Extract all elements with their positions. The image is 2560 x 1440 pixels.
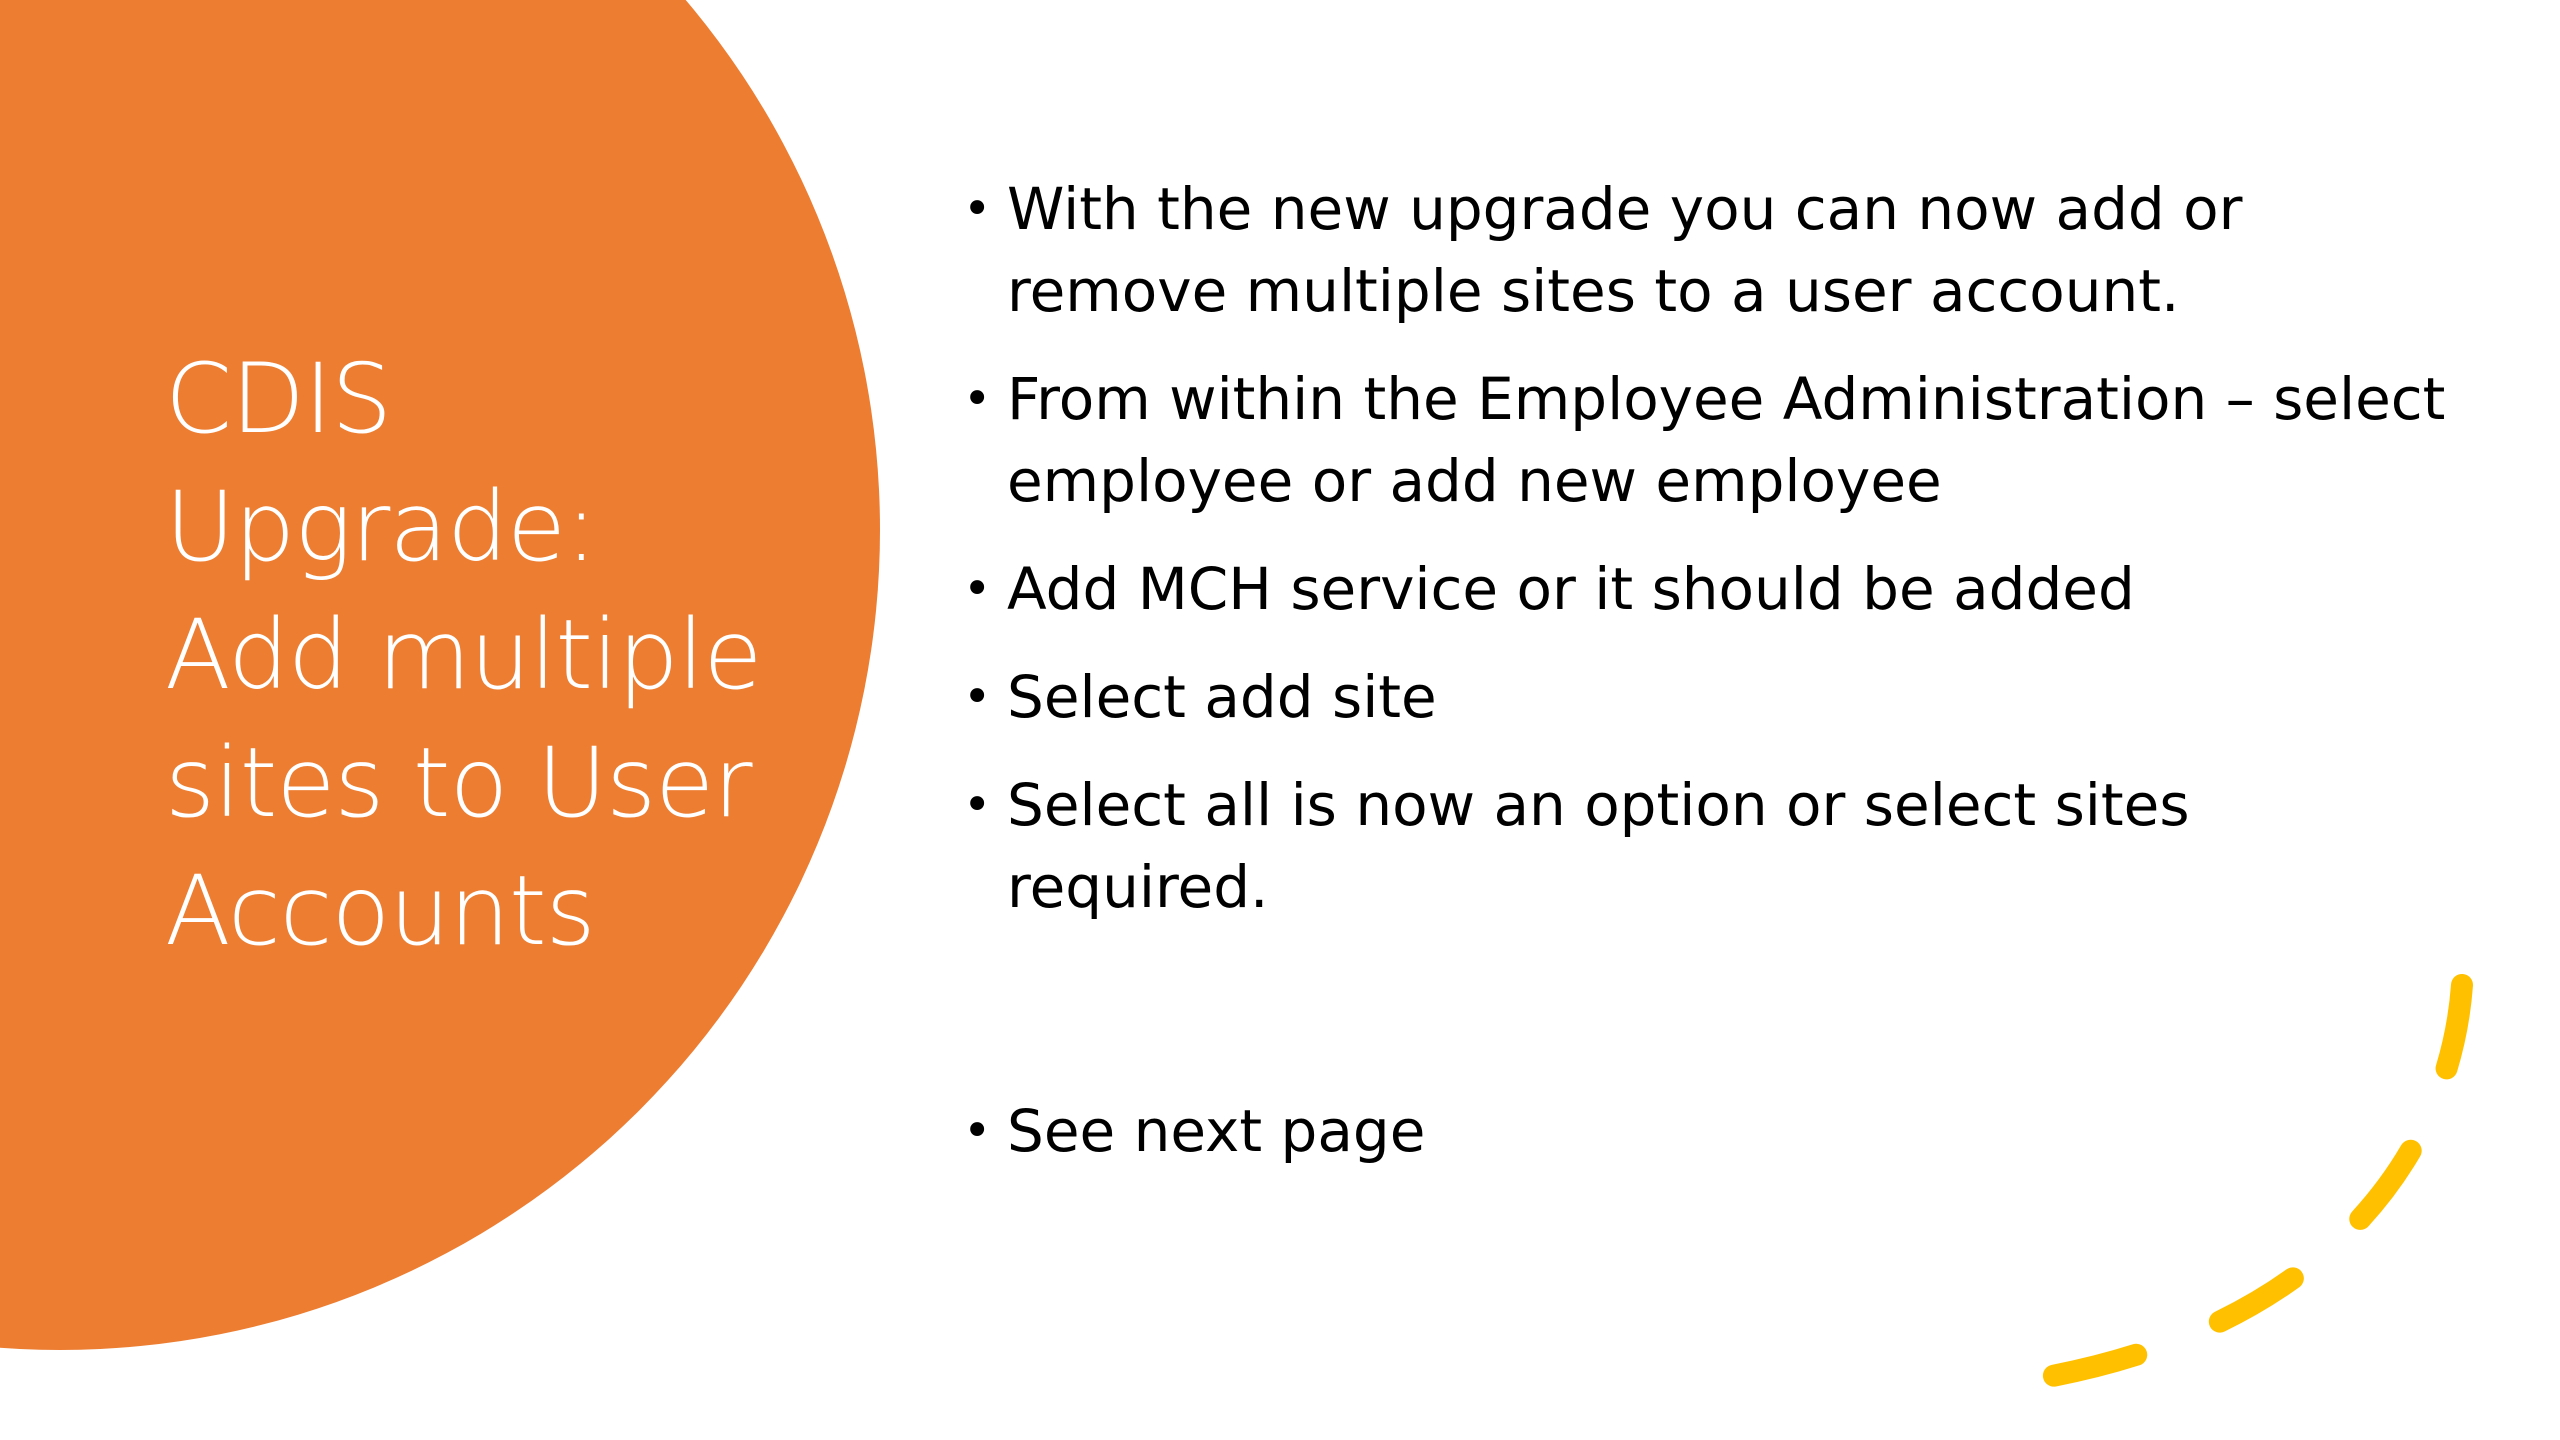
bullet-text: With the new upgrade you can now add or …: [1007, 175, 2243, 325]
bullet-text: Add MCH service or it should be added: [1007, 555, 2135, 623]
bullet-dot-icon: •: [963, 371, 992, 427]
bullet-dot-icon: •: [963, 669, 992, 725]
bullet-dot-icon: •: [963, 1103, 992, 1159]
bullet-item: • See next page: [955, 1090, 2455, 1172]
bullet-dot-icon: •: [963, 777, 992, 833]
bullet-list: • With the new upgrade you can now add o…: [955, 168, 2455, 1198]
bullet-item: • Add MCH service or it should be added: [955, 548, 2455, 630]
bullet-text: From within the Employee Administration …: [1007, 365, 2446, 515]
title-line: Add multiple: [165, 599, 762, 711]
title-line: Upgrade:: [165, 471, 597, 583]
bullet-item: • From within the Employee Administratio…: [955, 358, 2455, 522]
bullet-dot-icon: •: [963, 561, 992, 617]
title-line: sites to User: [165, 727, 753, 839]
title-line: Accounts: [165, 855, 596, 967]
bullet-text: Select all is now an option or select si…: [1007, 771, 2190, 921]
slide-title: CDIS Upgrade: Add multiple sites to User…: [165, 335, 805, 975]
bullet-text: See next page: [1007, 1097, 1426, 1165]
bullet-item: • Select add site: [955, 656, 2455, 738]
bullet-dot-icon: •: [963, 181, 992, 237]
dashed-arc-path: [2019, 974, 2473, 1391]
title-line: CDIS: [165, 343, 392, 455]
bullet-item: • With the new upgrade you can now add o…: [955, 168, 2455, 332]
bullet-item: • Select all is now an option or select …: [955, 764, 2455, 928]
bullet-text: Select add site: [1007, 663, 1437, 731]
